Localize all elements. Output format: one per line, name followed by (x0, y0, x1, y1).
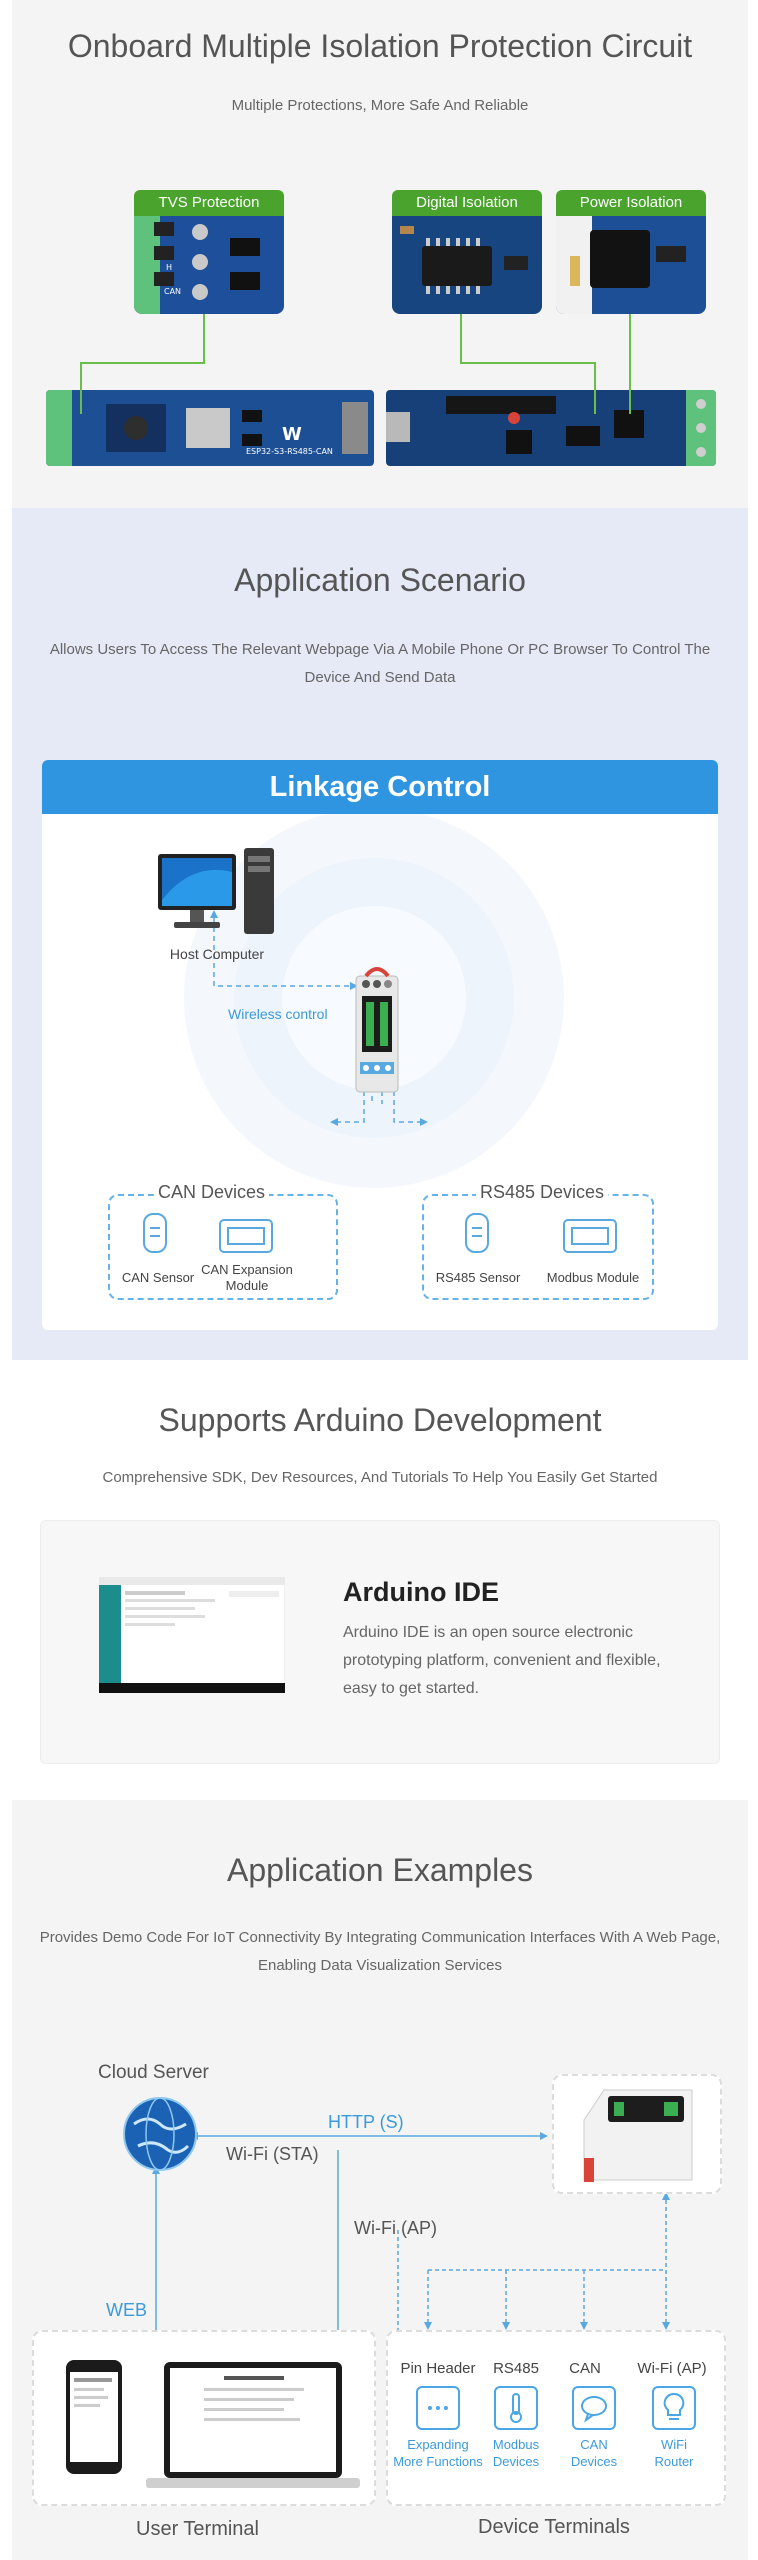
scenario-section: Application Scenario Allows Users To Acc… (12, 508, 748, 1360)
header-rs485: RS485 (493, 2360, 539, 2377)
user-terminal-label: User Terminal (136, 2518, 259, 2540)
section-title: Application Scenario (234, 562, 526, 598)
modbus-module-icon (562, 1216, 618, 1256)
can-expansion-module-label: CAN Expansion Module (201, 1262, 293, 1293)
board-image-left: ESP32-S3-RS485-CAN W (46, 390, 374, 466)
rs485-sensor-label: RS485 Sensor (435, 1270, 521, 1285)
isolation-section: Onboard Multiple Isolation Protection Ci… (12, 0, 748, 508)
thermometer-icon (494, 2386, 538, 2430)
section-subtitle: Provides Demo Code For IoT Connectivity … (39, 1929, 721, 1974)
cloud-server-label: Cloud Server (98, 2062, 209, 2083)
item-wifi-router: WiFi Router (654, 2437, 694, 2469)
svg-text:CAN: CAN (164, 287, 181, 296)
header-wifi-ap: Wi-Fi (AP) (637, 2360, 707, 2377)
svg-text:H: H (166, 263, 172, 272)
examples-section: Application Examples Provides Demo Code … (12, 1800, 748, 2560)
controller-device-image (354, 962, 400, 1094)
device-terminals-label: Device Terminals (478, 2516, 630, 2538)
wifi-ap-label: Wi-Fi (AP) (354, 2218, 437, 2238)
can-chat-icon (572, 2386, 616, 2430)
connector-line (460, 362, 596, 364)
http-label: HTTP (S) (328, 2112, 404, 2132)
device-box (552, 2074, 722, 2194)
section-subtitle: Multiple Protections, More Safe And Reli… (231, 97, 529, 114)
arduino-ide-card: Arduino IDE Arduino IDE is an open sourc… (40, 1520, 720, 1764)
lightbulb-icon (652, 2386, 696, 2430)
host-computer-image (152, 842, 282, 942)
card-title: Arduino IDE (343, 1577, 499, 1607)
section-title: Supports Arduino Development (158, 1402, 602, 1438)
digital-isolation-tag: Digital Isolation (392, 190, 542, 216)
connector-line (80, 362, 205, 364)
more-icon (416, 2386, 460, 2430)
rs485-sensor-icon (462, 1212, 492, 1254)
arduino-section: Supports Arduino Development Comprehensi… (12, 1360, 748, 1800)
power-isolation-tag: Power Isolation (556, 190, 706, 216)
card-header: Linkage Control (42, 760, 718, 814)
web-label: WEB (106, 2300, 148, 2320)
laptop-image (146, 2362, 360, 2488)
connector-line (203, 314, 205, 364)
item-modbus-devices: Modbus Devices (492, 2437, 540, 2469)
connector-line (80, 362, 82, 414)
item-expanding-more-functions: Expanding More Functions (393, 2437, 483, 2469)
section-subtitle: Comprehensive SDK, Dev Resources, And Tu… (102, 1469, 658, 1486)
board-image-right (386, 390, 716, 466)
section-title: Application Examples (227, 1852, 533, 1888)
device-image (583, 2089, 693, 2182)
item-can-devices: CAN Devices (570, 2437, 618, 2469)
phone-image (66, 2360, 122, 2474)
wifi-sta-label: Wi-Fi (STA) (226, 2144, 319, 2164)
rs485-devices-group-label: RS485 Devices (476, 1182, 609, 1203)
section-subtitle: Allows Users To Access The Relevant Webp… (49, 641, 711, 686)
linkage-control-card: Linkage Control (42, 760, 718, 1330)
card-description: Arduino IDE is an open source electronic… (343, 1624, 661, 1697)
connector-line (460, 314, 462, 364)
power-isolation-closeup-image (556, 216, 706, 314)
user-terminal-box (32, 2330, 376, 2506)
arduino-ide-screenshot (98, 1576, 286, 1694)
connector-line (594, 362, 596, 414)
wireless-control-label: Wireless control (228, 1006, 328, 1022)
tvs-closeup-image: H CAN (134, 216, 284, 314)
can-devices-group-label: CAN Devices (154, 1182, 270, 1203)
header-pin-header: Pin Header (400, 2360, 476, 2377)
digital-isolation-closeup-image (392, 216, 542, 314)
modbus-module-label: Modbus Module (546, 1270, 640, 1285)
can-expansion-module-icon (218, 1216, 274, 1256)
section-title: Onboard Multiple Isolation Protection Ci… (67, 28, 693, 64)
board-silkscreen-text: ESP32-S3-RS485-CAN (246, 447, 333, 456)
host-computer-label: Host Computer (169, 946, 265, 962)
connector-line (629, 314, 631, 414)
can-sensor-icon (140, 1212, 170, 1254)
board-logo: W (282, 424, 302, 445)
globe-icon (120, 2094, 204, 2174)
header-can: CAN (569, 2360, 601, 2377)
can-sensor-label: CAN Sensor (121, 1270, 195, 1285)
tvs-protection-tag: TVS Protection (134, 190, 284, 216)
